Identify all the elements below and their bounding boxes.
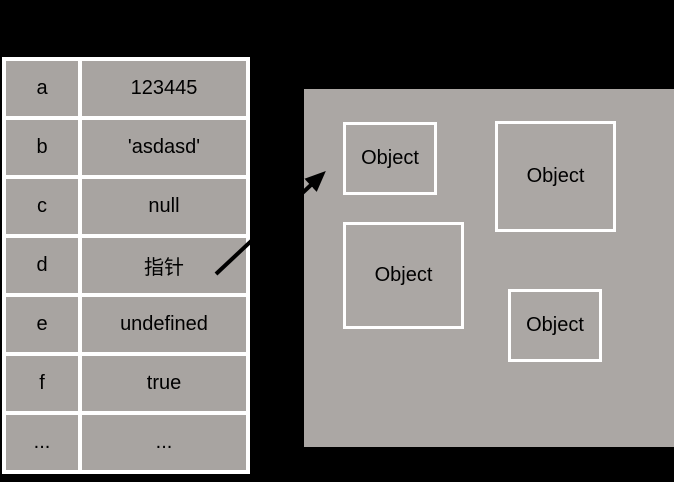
heap-object-label: Object <box>361 147 419 169</box>
variable-value-cell: null <box>82 179 246 234</box>
variable-value-cell: undefined <box>82 297 246 352</box>
variable-value-cell: 指针 <box>82 238 246 293</box>
variable-value-cell: ... <box>82 415 246 470</box>
variable-value-cell: 'asdasd' <box>82 120 246 175</box>
variable-name-cell: f <box>6 356 78 411</box>
variable-name-cell: a <box>6 61 78 116</box>
table-row: ... ... <box>6 415 246 470</box>
heap-object-label: Object <box>526 314 584 336</box>
variable-value-cell: true <box>82 356 246 411</box>
table-row: a 123445 <box>6 61 246 116</box>
table-row: d 指针 <box>6 238 246 293</box>
variable-name-cell: ... <box>6 415 78 470</box>
heap-object-label: Object <box>526 165 585 187</box>
stack-memory-table: a 123445 b 'asdasd' c null d 指针 e undefi… <box>2 57 250 474</box>
table-row: f true <box>6 356 246 411</box>
heap-object-label: Object <box>374 264 433 286</box>
heap-object-box: Object <box>343 222 464 329</box>
table-row: b 'asdasd' <box>6 120 246 175</box>
variable-name-cell: d <box>6 238 78 293</box>
variable-value-cell: 123445 <box>82 61 246 116</box>
table-row: c null <box>6 179 246 234</box>
table-row: e undefined <box>6 297 246 352</box>
variable-name-cell: e <box>6 297 78 352</box>
variable-name-cell: b <box>6 120 78 175</box>
heap-object-box: Object <box>343 122 437 195</box>
heap-object-box: Object <box>495 121 616 232</box>
variable-name-cell: c <box>6 179 78 234</box>
heap-object-box: Object <box>508 289 602 362</box>
